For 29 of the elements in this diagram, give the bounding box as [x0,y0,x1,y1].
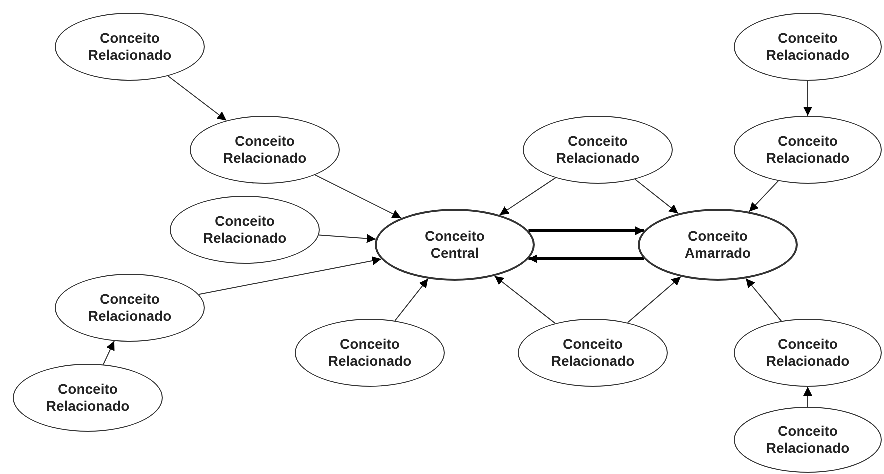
concept-label: Conceito Relacionado [202,213,288,247]
concept-label: Conceito Relacionado [765,336,851,370]
concept-label: Conceito Relacionado [87,291,173,325]
concept-label: Conceito Amarrado [684,228,752,262]
arrow [318,234,376,244]
arrow [499,178,556,216]
arrow [103,340,115,366]
arrow [168,76,228,122]
concept-label: Conceito Relacionado [765,423,851,457]
arrow [198,256,382,296]
arrow [528,254,644,264]
arrow [746,278,782,322]
arrow [627,276,682,324]
concept-label: Conceito Relacionado [550,336,636,370]
arrow [804,386,812,408]
arrow [634,179,679,214]
arrow [494,276,556,324]
concept-label: Conceito Relacionado [555,133,641,167]
arrow [314,174,402,219]
arrow [528,226,644,236]
concept-label: Conceito Relacionado [45,381,131,415]
concept-label: Conceito Relacionado [327,336,413,370]
concept-label: Conceito Relacionado [765,133,851,167]
arrow [394,278,429,322]
arrow [804,80,812,116]
concept-label: Conceito Central [424,228,486,262]
concept-label: Conceito Relacionado [222,133,308,167]
concept-label: Conceito Relacionado [87,30,173,64]
concept-label: Conceito Relacionado [765,30,851,64]
